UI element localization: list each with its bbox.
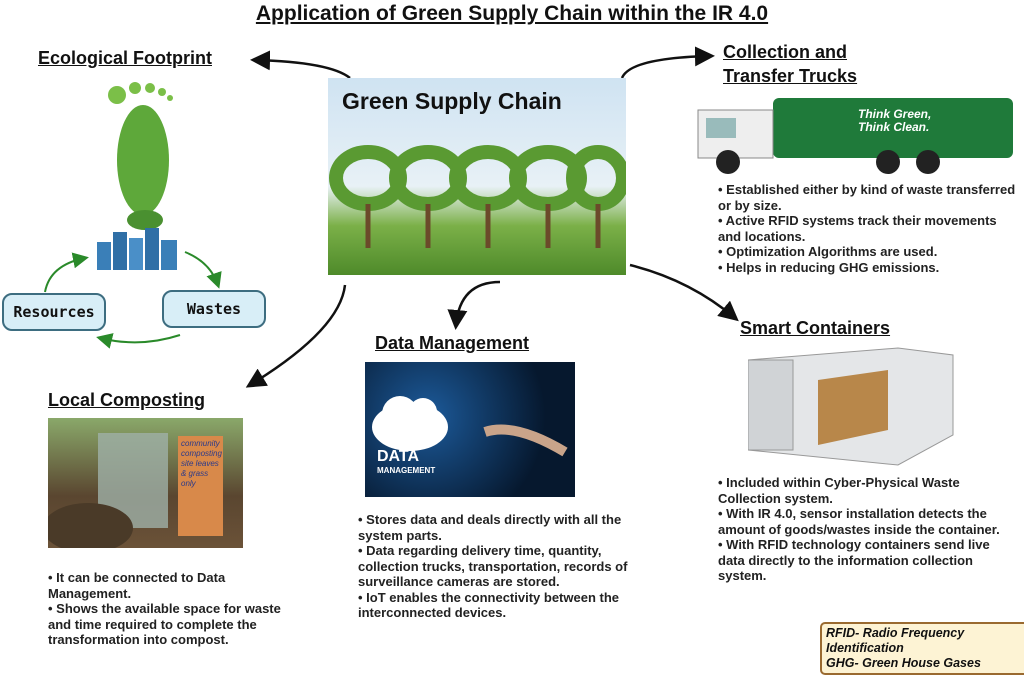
arrow-to-trucks bbox=[620, 46, 715, 79]
trucks-bullet: • Active RFID systems track their moveme… bbox=[718, 213, 997, 244]
truck-image: Think Green,Think Clean. bbox=[688, 90, 1020, 178]
arrow-to-data bbox=[447, 280, 501, 330]
arrow-to-ecological bbox=[250, 50, 351, 80]
truck-slogan-2: Think Clean. bbox=[858, 120, 930, 134]
composting-bullet: • Shows the available space for waste an… bbox=[48, 601, 281, 647]
containers-bullet: • With RFID technology containers send l… bbox=[718, 537, 990, 583]
ecological-heading: Ecological Footprint bbox=[38, 48, 212, 68]
legend-line: RFID- Radio Frequency bbox=[826, 626, 965, 640]
trucks-bullet: • Established either by kind of waste tr… bbox=[718, 182, 1016, 213]
truck-slogan-1: Think Green, bbox=[858, 107, 932, 121]
container-image bbox=[748, 340, 960, 470]
footprint-image bbox=[105, 80, 175, 230]
data-bullet: • Data regarding delivery time, quantity… bbox=[358, 543, 628, 589]
containers-bullet: • Included within Cyber-Physical Waste C… bbox=[718, 475, 960, 506]
data-management-heading: Data Management bbox=[375, 333, 530, 353]
data-management-bullets: • Stores data and deals directly with al… bbox=[358, 512, 638, 621]
trucks-bullet: • Optimization Algorithms are used. bbox=[718, 244, 938, 259]
data-image-label-2: MANAGEMENT bbox=[377, 466, 436, 475]
buildings-icon bbox=[95, 228, 180, 270]
containers-bullet: • With IR 4.0, sensor installation detec… bbox=[718, 506, 1000, 537]
trucks-bullet: • Helps in reducing GHG emissions. bbox=[718, 259, 940, 275]
containers-bullets: • Included within Cyber-Physical Waste C… bbox=[718, 475, 1018, 584]
trucks-bullets: • Established either by kind of waste tr… bbox=[718, 182, 1018, 275]
composting-bullets: • It can be connected to Data Management… bbox=[48, 570, 298, 648]
data-bullet: • Stores data and deals directly with al… bbox=[358, 512, 622, 543]
containers-heading: Smart Containers bbox=[740, 318, 891, 338]
center-label: Green Supply Chain bbox=[342, 88, 562, 114]
wastes-node: Wastes bbox=[162, 290, 266, 328]
composting-sign: community composting site leaves & grass… bbox=[178, 436, 223, 536]
resources-node: Resources bbox=[2, 293, 106, 331]
composting-image: community composting site leaves & grass… bbox=[48, 418, 243, 548]
composting-bullet: • It can be connected to Data Management… bbox=[48, 570, 226, 601]
green-supply-chain-image: Green Supply Chain bbox=[328, 78, 626, 275]
legend-line: Identification bbox=[826, 641, 904, 655]
data-bullet: • IoT enables the connectivity between t… bbox=[358, 589, 619, 621]
truck-slogan: Think Green,Think Clean. bbox=[858, 108, 931, 134]
trucks-heading-line1: Collection and bbox=[723, 42, 848, 62]
legend-line: GHG- Green House Gases bbox=[826, 656, 981, 670]
page-title: Application of Green Supply Chain within… bbox=[255, 2, 769, 25]
cycle-arrow-1 bbox=[44, 252, 89, 293]
arrow-to-composting bbox=[245, 284, 347, 388]
data-image-label-1: DATA bbox=[377, 448, 420, 465]
cycle-arrow-3 bbox=[96, 333, 181, 349]
arrow-to-containers bbox=[629, 263, 739, 322]
composting-heading: Local Composting bbox=[48, 390, 205, 410]
trucks-heading-line2: Transfer Trucks bbox=[723, 66, 858, 86]
cycle-arrow-2 bbox=[184, 251, 222, 289]
